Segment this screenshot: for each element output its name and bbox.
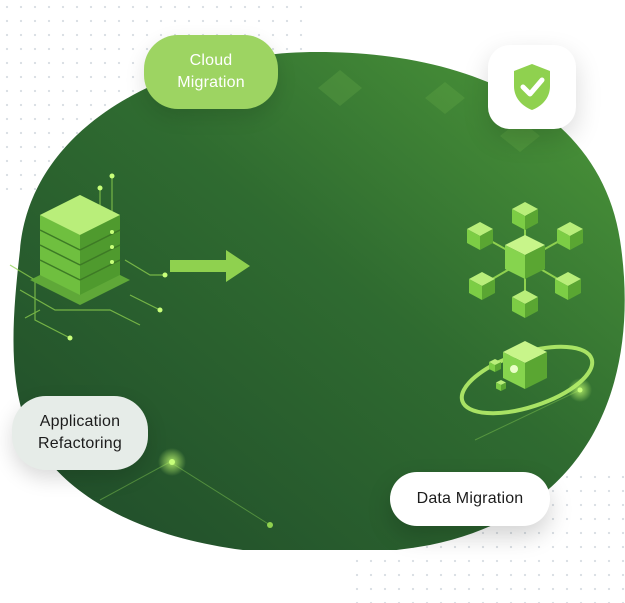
cloud-migration-line1: Cloud bbox=[189, 52, 233, 69]
cloud-migration-line2: Migration bbox=[177, 74, 245, 91]
cube-network-icon bbox=[467, 202, 583, 318]
application-refactoring-badge: Application Refactoring bbox=[12, 396, 148, 470]
arrow-right-icon bbox=[170, 250, 250, 282]
shield-check-icon bbox=[514, 64, 550, 110]
orbiting-cube-icon bbox=[459, 341, 595, 416]
application-refactoring-line1: Application bbox=[39, 413, 121, 430]
cloud-migration-badge: Cloud Migration bbox=[144, 35, 278, 109]
green-blob-background bbox=[0, 50, 625, 550]
data-migration-badge: Data Migration bbox=[390, 472, 550, 526]
application-refactoring-line2: Refactoring bbox=[37, 435, 123, 452]
data-migration-label: Data Migration bbox=[416, 490, 524, 507]
server-stack-icon bbox=[9, 173, 168, 341]
shield-card bbox=[488, 45, 576, 129]
